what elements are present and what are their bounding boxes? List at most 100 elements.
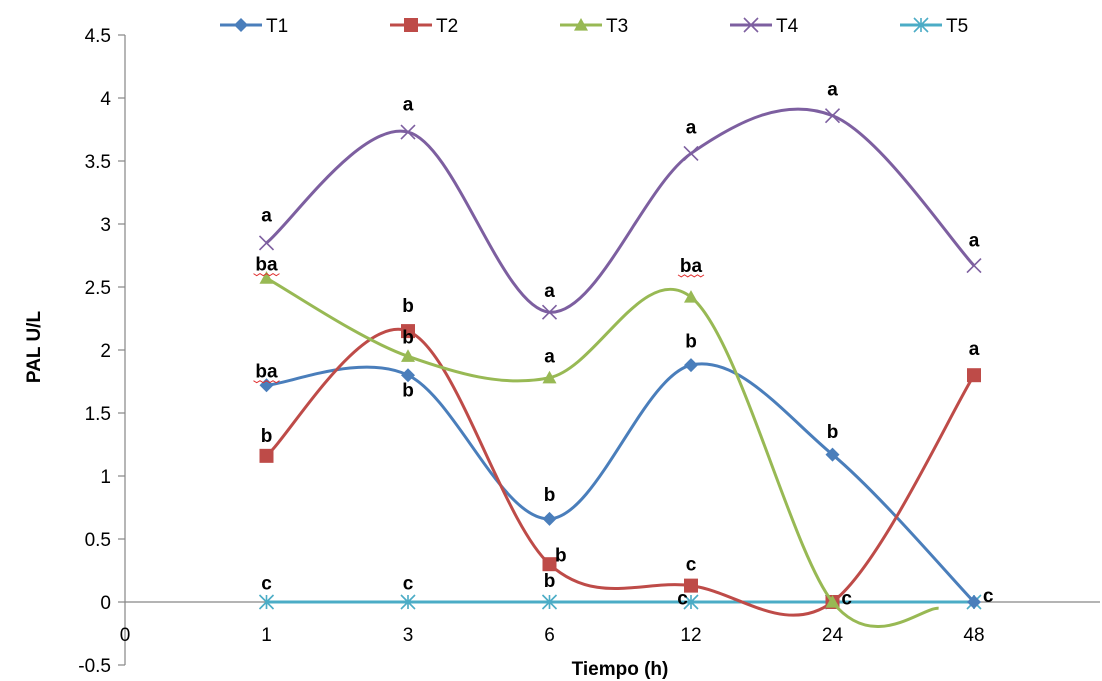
x-tick-label: 1 <box>261 625 272 646</box>
annotation-label: b <box>544 485 556 506</box>
data-point-t1 <box>401 368 415 383</box>
series-line-t4 <box>265 107 976 314</box>
y-tick-label: 1.5 <box>85 404 111 425</box>
legend-item-t2: T2 <box>390 16 458 37</box>
data-point-t4 <box>824 108 841 124</box>
y-tick-label: 4.5 <box>85 26 111 47</box>
y-axis-title: PAL U/L <box>24 311 45 384</box>
data-point-t3 <box>825 595 840 608</box>
annotation-label: ba <box>680 256 703 277</box>
data-point-t2 <box>259 448 274 463</box>
series-lines <box>258 107 982 628</box>
x-tick-label: 48 <box>963 625 984 646</box>
data-point-t2 <box>684 578 698 593</box>
data-point-t3 <box>684 290 698 303</box>
legend-label: T3 <box>606 16 628 37</box>
y-tick-label: 2.5 <box>85 278 111 299</box>
annotation-label: a <box>261 205 272 226</box>
y-tick-label: 4 <box>100 89 111 110</box>
annotation-label: c <box>261 573 272 594</box>
legend-label: T4 <box>776 16 799 37</box>
data-point-t3 <box>401 349 415 362</box>
legend-marker <box>234 18 248 32</box>
annotation-label: a <box>544 281 555 302</box>
y-tick-label: -0.5 <box>78 656 111 677</box>
annotation-label: b <box>402 381 414 402</box>
data-point-t1 <box>825 447 840 462</box>
annotation-label: b <box>555 546 567 567</box>
annotation-label: b <box>261 426 273 447</box>
annotation-label: c <box>403 573 414 594</box>
legend-item-t3: T3 <box>560 16 628 37</box>
y-tick-label: 0 <box>100 593 111 614</box>
annotation-label: a <box>969 339 980 360</box>
data-point-t4 <box>541 304 558 320</box>
x-tick-label: 24 <box>822 625 844 646</box>
series-t4 <box>258 107 982 320</box>
annotation-label: a <box>827 79 838 100</box>
data-point-t4 <box>258 235 275 251</box>
annotation-label: ba <box>255 362 278 383</box>
spellcheck-underline <box>253 380 280 384</box>
annotation-label: a <box>686 117 697 138</box>
spellcheck-underline <box>677 274 705 278</box>
annotation-label: b <box>685 331 697 352</box>
data-point-t3 <box>542 370 557 384</box>
data-point-t4 <box>400 124 416 140</box>
data-point-t3 <box>259 271 274 284</box>
data-point-t1 <box>542 511 557 526</box>
annotation-label: a <box>544 347 555 368</box>
data-point-t2 <box>542 557 557 572</box>
annotation-label: c <box>841 589 852 610</box>
legend-marker <box>404 18 418 32</box>
legend-marker <box>913 17 929 33</box>
x-tick-label: 6 <box>544 625 555 646</box>
data-point-t5 <box>541 594 558 610</box>
series-line-t3 <box>265 276 939 628</box>
data-point-t1 <box>967 595 981 609</box>
data-point-t1 <box>684 358 698 373</box>
legend-marker <box>743 17 759 33</box>
annotation-label: b <box>402 296 414 317</box>
series-t3 <box>259 271 939 628</box>
y-tick-label: 3.5 <box>85 152 111 173</box>
legend-marker <box>574 18 588 31</box>
y-tick-label: 1 <box>100 467 111 488</box>
legend-label: T2 <box>436 16 458 37</box>
legend-label: T1 <box>266 16 288 37</box>
annotation-label: b <box>827 422 839 443</box>
series-line-t1 <box>266 362 976 604</box>
annotation-label: c <box>677 589 688 610</box>
annotation-label: c <box>686 555 697 576</box>
series-t2 <box>259 324 981 617</box>
data-point-t5 <box>683 594 699 610</box>
legend-item-t4: T4 <box>730 16 799 37</box>
data-point-t2 <box>967 368 981 383</box>
legend-label: T5 <box>946 16 968 37</box>
data-point-t4 <box>683 145 699 162</box>
annotation-label: b <box>402 328 414 349</box>
x-tick-label: 3 <box>403 625 414 646</box>
data-point-t5 <box>258 594 275 610</box>
annotation-label: ba <box>255 255 278 276</box>
data-point-t1 <box>259 378 274 393</box>
annotation-label: c <box>983 586 994 607</box>
x-axis-title: Tiempo (h) <box>572 659 669 680</box>
legend: T1 T2 T3 T4 T5 <box>220 16 968 37</box>
x-tick-label: 12 <box>680 625 701 646</box>
legend-item-t5: T5 <box>900 16 968 37</box>
data-point-t4 <box>966 258 982 274</box>
series-t5 <box>258 594 982 610</box>
legend-item-t1: T1 <box>220 16 288 37</box>
series-t1 <box>259 358 981 609</box>
data-point-t2 <box>401 324 415 339</box>
data-point-t5 <box>400 594 416 610</box>
y-tick-label: 0.5 <box>85 530 111 551</box>
spellcheck-underline <box>253 273 280 277</box>
series-line-t2 <box>265 327 976 617</box>
annotation-label: a <box>969 231 980 252</box>
y-tick-label: 3 <box>100 215 111 236</box>
annotation-label: a <box>403 95 414 116</box>
